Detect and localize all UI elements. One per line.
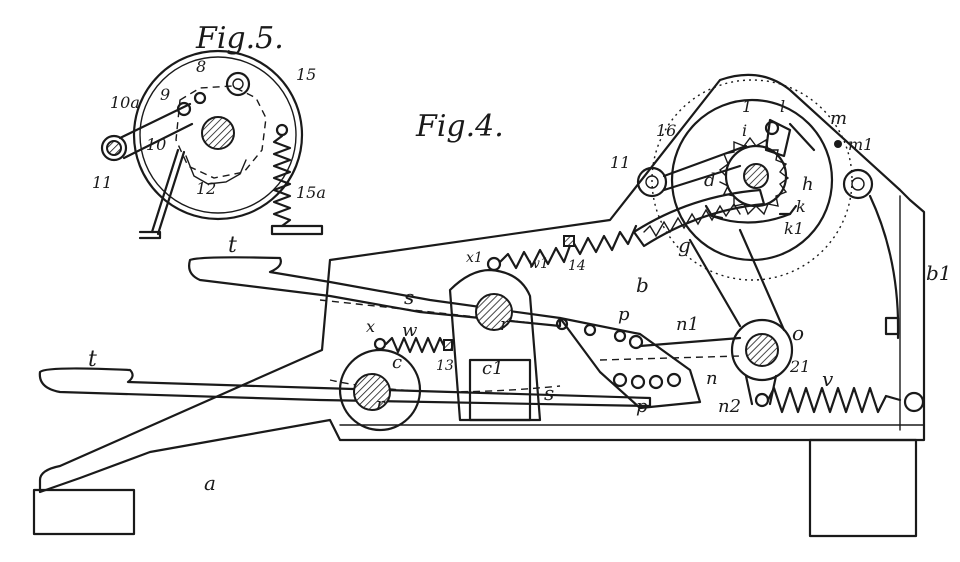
bracket-c1 xyxy=(448,268,542,422)
shaft-r-lower xyxy=(353,373,391,411)
link-n1 xyxy=(638,336,742,348)
spring-w xyxy=(384,336,448,354)
fig5-spring-15a xyxy=(272,134,292,228)
pivot-11 xyxy=(636,166,668,198)
label-x1: x1 xyxy=(466,250,483,266)
label-t-upper: t xyxy=(228,233,237,258)
label-l: l xyxy=(780,97,785,116)
fig5-inner-ring xyxy=(139,56,297,214)
pawl-i xyxy=(764,118,792,158)
label-v: v xyxy=(822,367,834,391)
arrow-arc xyxy=(710,212,792,224)
label-t-lower: t xyxy=(88,347,97,372)
label-w: w xyxy=(402,320,418,341)
label-12: 12 xyxy=(196,179,216,198)
fig5-ratchet-teeth xyxy=(185,155,247,185)
label-n1: n1 xyxy=(676,314,699,335)
fig5-drawing xyxy=(100,49,324,240)
fig5-lever-10a xyxy=(118,102,192,140)
label-10: 10 xyxy=(146,135,166,154)
label-m1: m1 xyxy=(848,135,873,154)
lower-lever-handle xyxy=(38,367,652,408)
fig5-rod xyxy=(150,148,180,234)
label-h: h xyxy=(802,174,814,195)
label-10a: 10a xyxy=(110,93,140,112)
label-11: 11 xyxy=(92,173,112,192)
label-21: 21 xyxy=(789,357,810,376)
upper-disc xyxy=(670,98,834,262)
label-11-fig4: 11 xyxy=(610,153,630,172)
label-13: 13 xyxy=(436,358,454,374)
foot-right xyxy=(808,438,918,538)
fig4-drawing xyxy=(32,73,926,538)
shaft-r-upper xyxy=(475,293,513,331)
label-r-lower: r xyxy=(376,394,386,415)
label-p-lower: p xyxy=(636,396,648,417)
fig5-pawl-pin xyxy=(193,91,207,105)
foot-left xyxy=(32,488,136,536)
label-w1: w1 xyxy=(528,256,549,272)
label-9: 9 xyxy=(160,85,170,104)
hub-o xyxy=(730,318,794,382)
label-m: m xyxy=(830,108,847,129)
label-r-upper: r xyxy=(500,314,510,335)
fig5-spring-anchor xyxy=(275,123,289,137)
fig5-lever-10 xyxy=(122,122,194,160)
label-b1: b1 xyxy=(926,261,952,285)
fig5-spring-base xyxy=(270,224,324,236)
label-k1: k1 xyxy=(784,219,804,238)
label-c: c xyxy=(392,352,402,373)
label-d: d xyxy=(704,170,716,191)
label-1: 1 xyxy=(742,97,752,116)
machine-frame xyxy=(38,73,926,494)
label-c1: c1 xyxy=(482,358,504,379)
fig4-title: Fig.4. xyxy=(415,109,504,144)
fig5-shaft xyxy=(201,116,235,150)
label-s-upper: s xyxy=(404,285,414,309)
label-g: g xyxy=(678,233,691,257)
label-b: b xyxy=(636,273,649,297)
label-k: k xyxy=(796,197,806,216)
label-15a: 15a xyxy=(296,183,326,202)
fig5-title: Fig.5. xyxy=(195,21,284,56)
label-p-upper: p xyxy=(618,304,630,325)
label-15: 15 xyxy=(296,65,316,84)
label-a: a xyxy=(204,471,216,495)
upper-lever-handle xyxy=(188,256,562,328)
label-n2: n2 xyxy=(718,396,741,417)
label-o: o xyxy=(792,321,804,345)
fig5-pivot-15 xyxy=(225,71,251,97)
label-x: x xyxy=(366,317,375,336)
label-n: n xyxy=(706,368,718,389)
label-8: 8 xyxy=(196,57,206,76)
fig5-pivot-11 xyxy=(100,134,128,162)
spring-w1 xyxy=(498,224,638,270)
fig5-ratchet-outline xyxy=(175,85,267,179)
pivot-right xyxy=(842,168,874,200)
label-14: 14 xyxy=(568,258,586,274)
fig5-outer-disc xyxy=(132,49,304,221)
label-s-lower: s xyxy=(544,381,554,405)
spring-v xyxy=(766,386,902,414)
label-16: 16 xyxy=(656,121,676,140)
link-p xyxy=(558,316,702,410)
label-i: i xyxy=(742,121,747,140)
